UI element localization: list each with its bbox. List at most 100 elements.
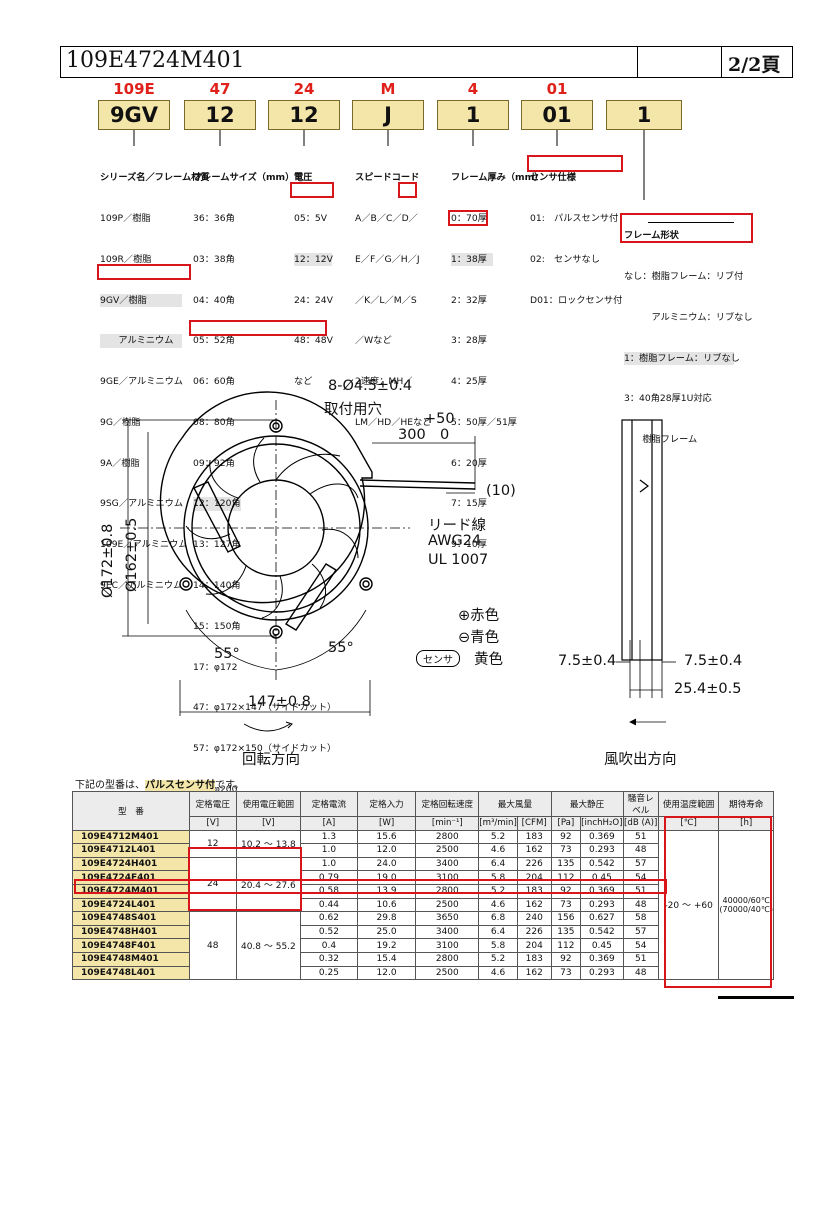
table-cell: 4.6 bbox=[478, 897, 518, 913]
note-post: です。 bbox=[215, 780, 244, 791]
table-cell: 204 bbox=[516, 938, 552, 953]
table-cell: 162 bbox=[516, 843, 552, 858]
table-cell: 183 bbox=[516, 829, 552, 845]
legend-item: 9GV／樹脂 bbox=[100, 293, 182, 308]
table-cell: 5.2 bbox=[478, 829, 518, 845]
legend-item: 13：127角 bbox=[193, 539, 241, 551]
code-red-size: 47 bbox=[209, 80, 231, 98]
angle-right: 55° bbox=[328, 640, 354, 656]
th-life: 期待寿命 bbox=[718, 791, 774, 817]
code-box-series: 9GV bbox=[98, 100, 170, 130]
legend-item: なし：樹脂フレーム：リブ付 bbox=[624, 270, 744, 282]
code-red-sensor: 01 bbox=[546, 80, 568, 98]
code-red-series: 109E bbox=[113, 80, 155, 98]
table-cell: 0.369 bbox=[580, 951, 624, 967]
unit: [V] bbox=[235, 816, 302, 831]
table-cell: 109E4748M401 bbox=[72, 951, 190, 967]
legend-item: 01: パルスセンサ付 bbox=[530, 212, 619, 224]
sensor-wire: 黄色 bbox=[474, 652, 503, 668]
th-input: 定格入力 bbox=[356, 791, 417, 817]
angle-left: 55° bbox=[214, 646, 240, 662]
table-cell: 0.52 bbox=[300, 924, 358, 940]
document-title: 109E4724M401 bbox=[66, 48, 245, 73]
table-cell: 48 bbox=[622, 965, 659, 981]
width-dimension: 147±0.8 bbox=[248, 694, 311, 710]
unit: [h] bbox=[718, 816, 774, 831]
legend-item: アルミニウム bbox=[100, 334, 182, 348]
code-box-thickness: 1 bbox=[437, 100, 509, 130]
legend-item: E／F／G／H／J bbox=[355, 253, 420, 265]
legend-item: 36：36角 bbox=[193, 212, 235, 224]
code-red-speed: M bbox=[380, 80, 396, 98]
table-cell: 0.293 bbox=[580, 965, 624, 981]
legend-item: 05：5V bbox=[294, 212, 328, 224]
legend-item: 08：80角 bbox=[193, 416, 235, 428]
table-cell: 1.0 bbox=[300, 856, 358, 872]
table-cell: 109E4724M401 bbox=[72, 883, 190, 899]
table-cell: 109E4748S401 bbox=[72, 911, 190, 926]
table-cell: 24.0 bbox=[356, 856, 417, 872]
selection-frame-size bbox=[189, 320, 327, 336]
table-cell: 54 bbox=[622, 938, 659, 953]
legend-item: 0：70厚 bbox=[451, 212, 487, 224]
table-cell: 4.6 bbox=[478, 965, 518, 981]
code-leader-lines bbox=[133, 130, 645, 200]
table-cell: 12.0 bbox=[356, 843, 417, 858]
table-cell: 0.542 bbox=[580, 856, 624, 872]
legend-voltage: 電圧 05：5V 12：12V 24：24V 48：48V など bbox=[294, 144, 333, 402]
table-cell: 3400 bbox=[415, 924, 480, 940]
plus-wire: ⊕赤色 bbox=[458, 608, 500, 624]
table-cell: 0.62 bbox=[300, 911, 358, 926]
table-cell: 10.2 ～ 13.8 bbox=[235, 829, 302, 858]
strike-line bbox=[648, 222, 734, 223]
table-cell: 12.0 bbox=[356, 965, 417, 981]
legend-item: 7：15厚 bbox=[451, 498, 487, 510]
strip-length: (10) bbox=[486, 483, 516, 499]
table-cell: 10.6 bbox=[356, 897, 417, 913]
legend-item: 57：φ172×150（サイドカット） bbox=[193, 743, 337, 755]
th-temp: 使用温度範囲 bbox=[657, 791, 720, 817]
lead-tolerance: +50 bbox=[424, 411, 455, 427]
life-primary: 40000/60℃ bbox=[722, 895, 770, 905]
legend-item: 2速度：MH／ bbox=[355, 376, 413, 388]
rotation-arrow-icon bbox=[243, 721, 293, 732]
legend-item: 09：92角 bbox=[193, 457, 235, 469]
table-cell: 135 bbox=[550, 924, 582, 940]
fan-front-drawing bbox=[120, 391, 476, 716]
legend-item: 15：150角 bbox=[193, 620, 241, 632]
table-cell: 48 bbox=[622, 897, 659, 913]
unit: [V] bbox=[188, 816, 237, 831]
airflow-label: 風吹出方向 bbox=[604, 752, 677, 768]
table-cell: 183 bbox=[516, 951, 552, 967]
legend-item: 20：φ200 bbox=[193, 783, 238, 795]
legend-item: 6：20厚 bbox=[451, 457, 487, 469]
legend-item: 9GE／アルミニウム bbox=[100, 376, 183, 388]
selection-speed bbox=[398, 182, 417, 198]
table-cell: 2500 bbox=[415, 965, 480, 981]
table-cell: 109E4712L401 bbox=[72, 843, 190, 858]
awg-label: AWG24 bbox=[428, 533, 482, 549]
code-red-thickness: 4 bbox=[467, 80, 479, 98]
legend-frame-size-heading: フレームサイズ（mm） bbox=[193, 172, 295, 184]
table-cell: 73 bbox=[550, 965, 582, 981]
legend-item: A／B／C／D／ bbox=[355, 212, 418, 224]
legend-item: 4：25厚 bbox=[451, 376, 487, 388]
selection-sensor bbox=[527, 155, 623, 172]
legend-item: など bbox=[294, 376, 313, 388]
table-cell: 3400 bbox=[415, 856, 480, 872]
th-current: 定格電流 bbox=[300, 791, 358, 817]
spec-table: 型 番 定格電圧 使用電圧範囲 定格電流 定格入力 定格回転速度 最大風量 最大… bbox=[72, 791, 774, 981]
unit: [A] bbox=[300, 816, 358, 831]
table-cell: 162 bbox=[516, 965, 552, 981]
table-cell: 19.2 bbox=[356, 938, 417, 953]
side-dim-total: 25.4±0.5 bbox=[674, 681, 742, 697]
legend-series-heading: シリーズ名／フレーム材質 bbox=[100, 172, 210, 184]
code-box-sensor: 01 bbox=[521, 100, 593, 130]
table-cell: 0.32 bbox=[300, 951, 358, 967]
th-model: 型 番 bbox=[72, 791, 190, 831]
table-cell: 2500 bbox=[415, 897, 480, 913]
outer-diameter: Ø172±0.8 bbox=[100, 523, 116, 598]
legend-thickness-heading: フレーム厚み（mm） bbox=[451, 172, 544, 184]
